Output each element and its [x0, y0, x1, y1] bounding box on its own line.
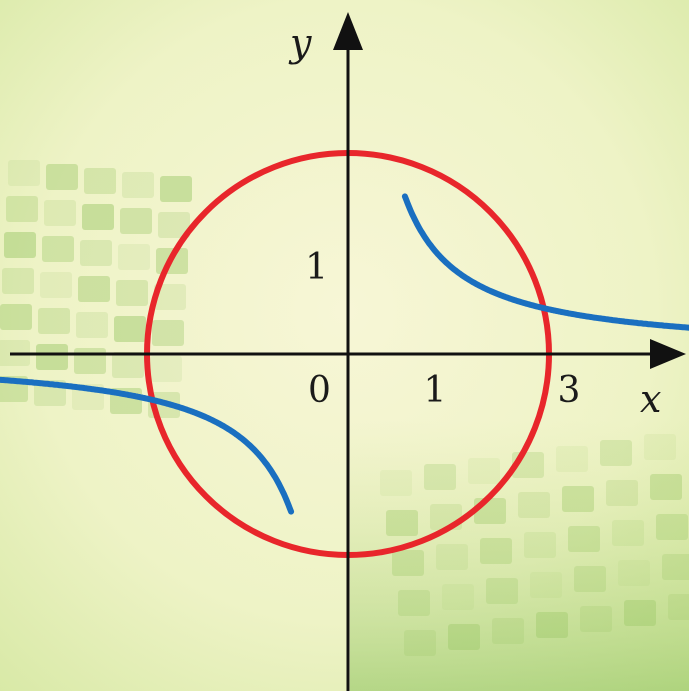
background-tile — [150, 356, 182, 382]
x-tick-label: 1 — [424, 370, 447, 411]
background-tile — [112, 352, 144, 378]
background-tile — [160, 176, 192, 202]
background-tile — [152, 320, 184, 346]
background-tile — [46, 164, 78, 190]
axes — [10, 12, 686, 691]
background-tile — [4, 232, 36, 258]
hyperbola-branch-third-quadrant — [0, 376, 295, 515]
background-bottom-glow — [350, 420, 689, 691]
origin-label: 0 — [308, 370, 331, 411]
hyperbola-branch-first-quadrant — [401, 193, 689, 331]
x-tick-label: 3 — [558, 370, 581, 411]
background-tile — [114, 316, 146, 342]
y-tick-label: 1 — [305, 247, 328, 288]
background-tile — [8, 160, 40, 186]
background-tile — [78, 276, 110, 302]
background-tile — [76, 312, 108, 338]
background-tile — [0, 304, 32, 330]
background-tile — [154, 284, 186, 310]
background-tile — [120, 208, 152, 234]
background-tile — [80, 240, 112, 266]
background-tile — [158, 212, 190, 238]
background-tile — [6, 196, 38, 222]
background-tile — [42, 236, 74, 262]
y-axis-label: y — [288, 21, 312, 65]
background-tile — [2, 268, 34, 294]
background-tile — [36, 344, 68, 370]
background-tile — [82, 204, 114, 230]
x-axis-arrow-icon — [650, 339, 686, 369]
background-tile — [74, 348, 106, 374]
y-axis-arrow-icon — [333, 12, 363, 50]
background-tile — [84, 168, 116, 194]
background-tile — [40, 272, 72, 298]
background-tile — [116, 280, 148, 306]
background-tile — [118, 244, 150, 270]
background-tile — [38, 308, 70, 334]
background-tile — [122, 172, 154, 198]
y-tick-labels: 1 — [305, 247, 328, 288]
background-tile — [44, 200, 76, 226]
x-axis-label: x — [640, 377, 661, 421]
